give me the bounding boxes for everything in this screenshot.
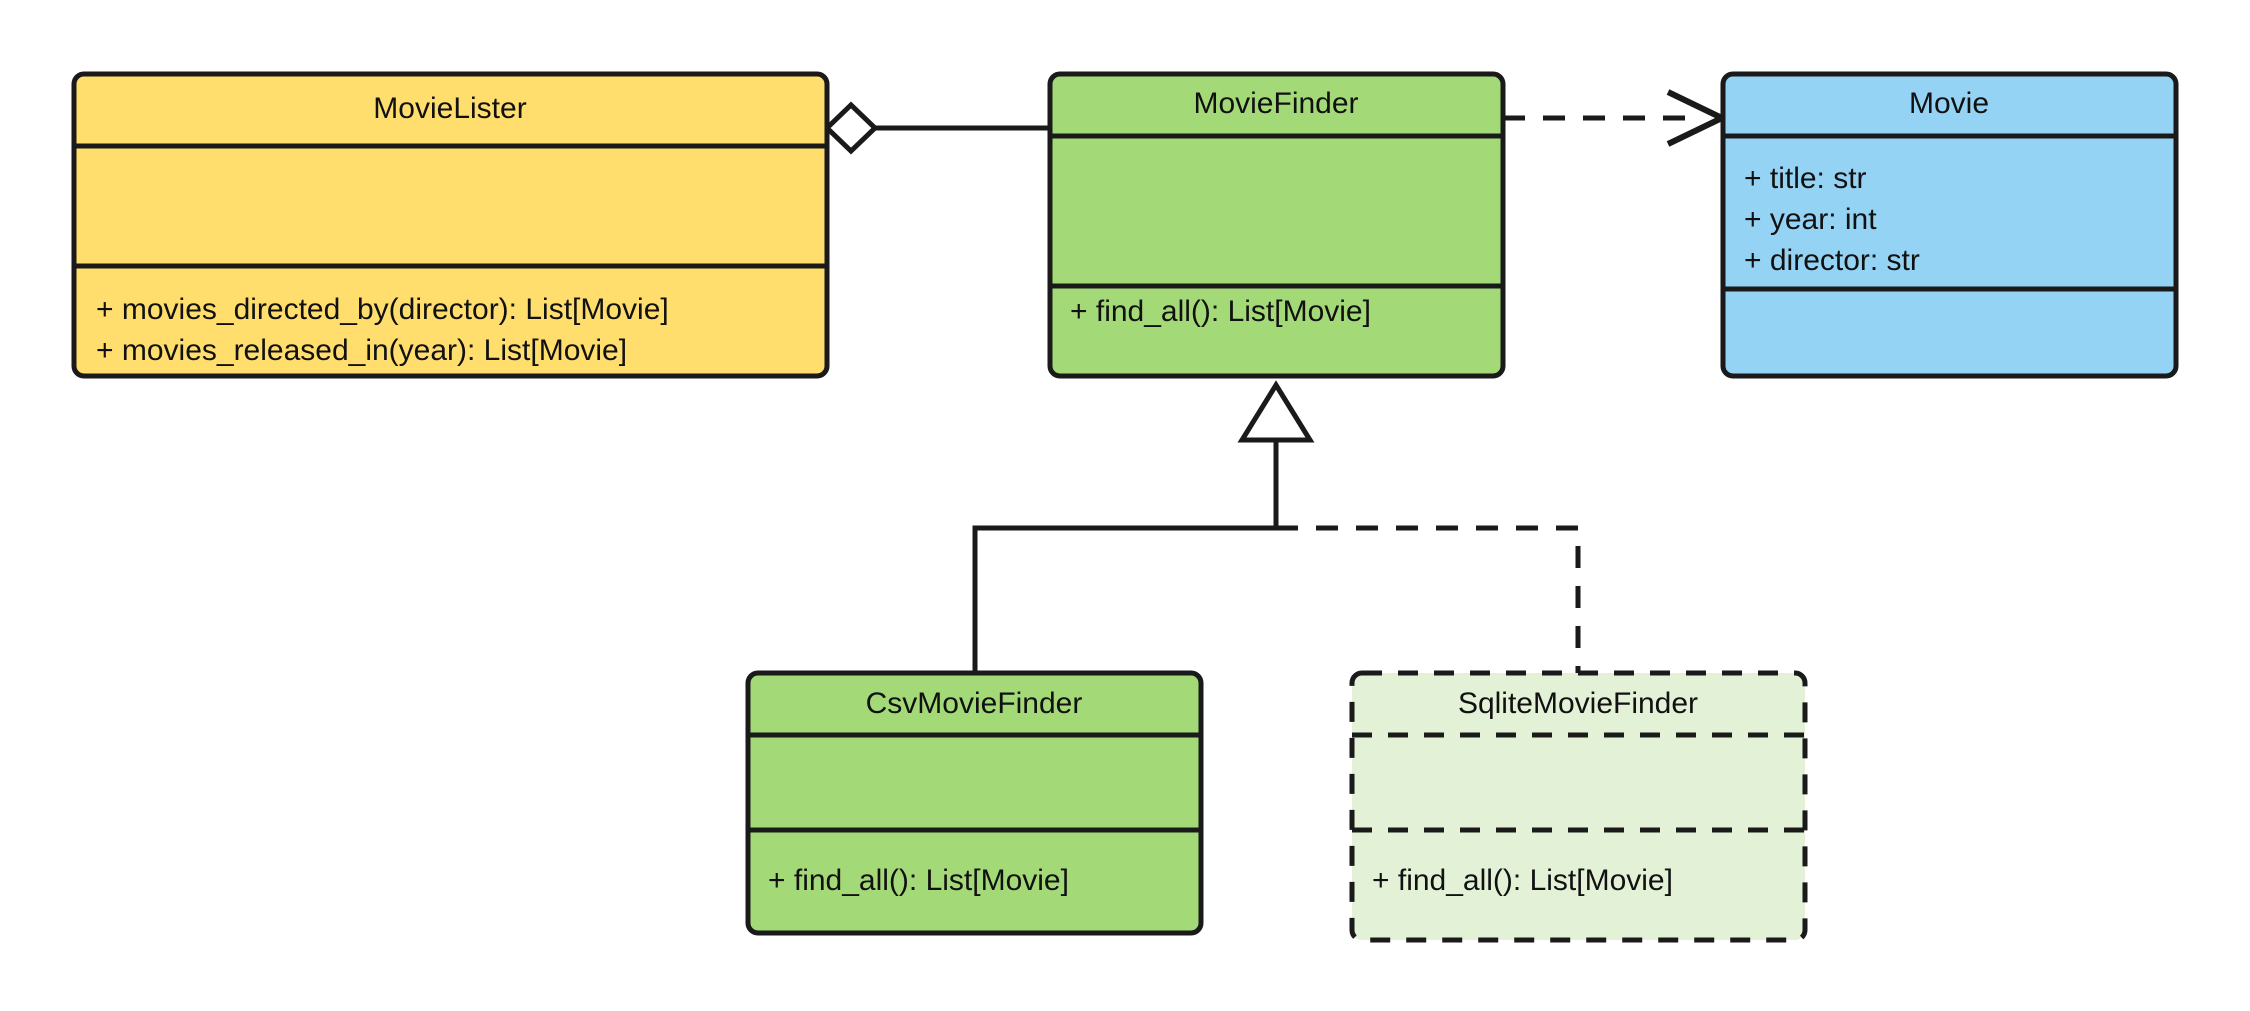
movie-lister-body [71, 71, 830, 379]
movie-attr-1: + year: int [1744, 203, 1877, 236]
class-box-movie-finder[interactable]: MovieFinder + find_all(): List[Movie] [1047, 71, 1506, 379]
class-box-movie-lister[interactable]: MovieLister + movies_directed_by(directo… [71, 71, 830, 379]
edge-dependency-finder-movie[interactable] [1503, 89, 1729, 147]
movie-finder-title: MovieFinder [1193, 87, 1358, 120]
sqlite-movie-finder-method-0: + find_all(): List[Movie] [1372, 864, 1673, 897]
edge-generalization-csv[interactable] [972, 525, 1276, 673]
edge-aggregation-lister-finder[interactable] [823, 101, 1050, 155]
movie-title: Movie [1909, 87, 1989, 120]
class-box-sqlite-movie-finder[interactable]: SqliteMovieFinder + find_all(): List[Mov… [1349, 670, 1808, 943]
class-box-csv-movie-finder[interactable]: CsvMovieFinder + find_all(): List[Movie] [745, 670, 1204, 936]
sqlite-movie-finder-body [1349, 670, 1808, 943]
edge-generalization-trunk [1237, 380, 1315, 528]
csv-movie-finder-method-0: + find_all(): List[Movie] [768, 864, 1069, 897]
movie-finder-method-0: + find_all(): List[Movie] [1070, 295, 1371, 328]
sqlite-movie-finder-title: SqliteMovieFinder [1458, 687, 1698, 720]
movie-attr-2: + director: str [1744, 244, 1920, 277]
movie-lister-title: MovieLister [373, 92, 526, 125]
movie-finder-body [1047, 71, 1506, 379]
generalization-csv-line [972, 525, 1276, 673]
movie-attr-0: + title: str [1744, 162, 1867, 195]
movie-lister-method-0: + movies_directed_by(director): List[Mov… [96, 293, 669, 326]
generalization-sqlite-line [1276, 525, 1581, 673]
class-box-movie[interactable]: Movie + title: str + year: int + directo… [1720, 71, 2179, 379]
hollow-triangle-icon [1237, 380, 1315, 443]
edge-generalization-sqlite[interactable] [1276, 525, 1581, 673]
relationship-layer [823, 89, 1729, 673]
movie-body [1720, 71, 2179, 379]
hollow-diamond-icon [823, 101, 879, 155]
movie-lister-method-1: + movies_released_in(year): List[Movie] [96, 334, 627, 367]
csv-movie-finder-body [745, 670, 1204, 936]
csv-movie-finder-title: CsvMovieFinder [866, 687, 1083, 720]
